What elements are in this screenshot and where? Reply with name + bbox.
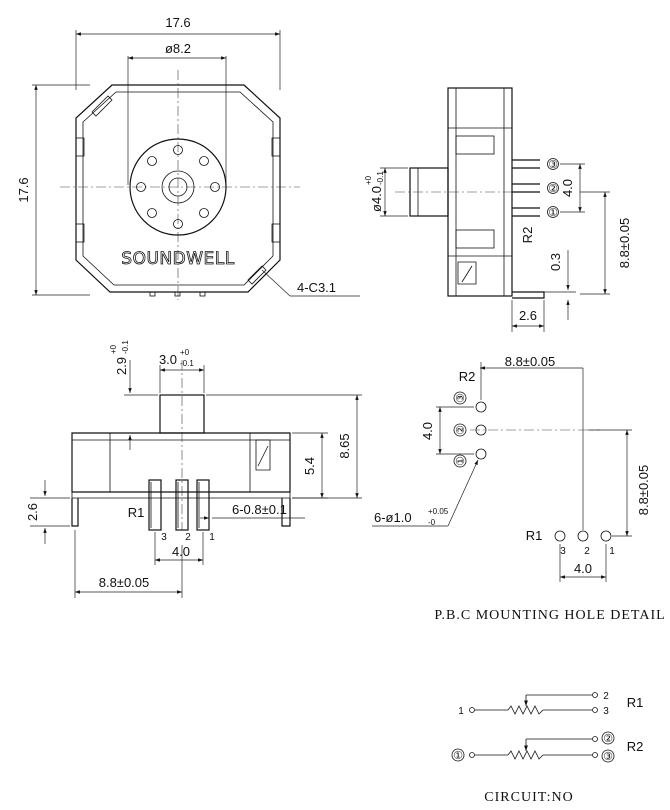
body-outline (75, 84, 281, 293)
side-pin-2: ② (548, 182, 558, 195)
side-offset-dim: 0.3 (548, 253, 563, 271)
circuit-r2-out-top: ② (603, 732, 613, 745)
brand-logo: SOUNDWELL (121, 249, 234, 269)
top-view: 17.6 ø8.2 17.6 (16, 15, 360, 300)
shaft-diameter-dim: ø8.2 (165, 41, 191, 56)
side-shaft-dia-tol-plus: +0 (364, 175, 373, 185)
rotor-disc (129, 138, 227, 236)
front-flat-width-tol-minus: -0.1 (180, 359, 194, 368)
front-flat-height-dim: 2.9 (114, 357, 129, 375)
front-view: 2.9 +0 -0.1 3.0 +0 -0.1 5.4 8.65 2.6 6-0… (25, 340, 362, 598)
side-shaft-dia-dim: ø4.0 (369, 186, 384, 212)
front-pins (148, 479, 210, 531)
front-flat-width-dim: 3.0 (159, 352, 177, 367)
front-flat-height-tol-minus: -0.1 (121, 340, 130, 354)
side-pitch-dim: 4.0 (560, 179, 575, 197)
pcb-top-span-dim: 8.8±0.05 (505, 354, 556, 369)
pcb-r1-label: R1 (526, 528, 543, 543)
front-total-height-dim: 8.65 (337, 433, 352, 458)
front-pin-num-3: 3 (161, 532, 167, 543)
circuit-r1-out-top: 2 (603, 691, 609, 702)
front-pin-num-1: 1 (209, 532, 215, 543)
chamfer-dim: 4-C3.1 (297, 280, 336, 295)
pcb-r1-pin-3: 3 (560, 546, 566, 557)
side-view: 2.6 ø4.0 +0 -0.1 ③ ② ① 4.0 R2 0.3 8.8± (364, 87, 632, 332)
pcb-caption: P.B.C MOUNTING HOLE DETAIL (434, 608, 665, 623)
top-width-dim: 17.6 (165, 15, 190, 30)
detent-holes (136, 145, 220, 229)
side-pin-1: ① (548, 206, 558, 219)
circuit-r2-out-bottom: ③ (603, 750, 613, 763)
pcb-r2-pin-3: ③ (454, 393, 467, 403)
circuit-r2-label: R2 (627, 739, 644, 754)
pcb-r2-pin-1: ① (454, 456, 467, 466)
pcb-vertical-pitch-dim: 4.0 (420, 422, 435, 440)
circuit-r2-in: ① (453, 749, 463, 762)
pcb-hole-dim: 6-ø1.0 (374, 510, 412, 525)
pcb-hole-tol-minus: -0 (428, 518, 436, 527)
side-foot-dim: 2.6 (519, 308, 537, 323)
side-pin-3: ③ (548, 158, 558, 171)
pcb-right-span-dim: 8.8±0.05 (636, 465, 651, 516)
front-pitch-dim: 4.0 (172, 544, 190, 559)
front-pin-num-2: 2 (185, 532, 191, 543)
front-span-dim: 8.8±0.05 (99, 575, 150, 590)
front-flat-width-tol-plus: +0 (180, 348, 190, 357)
front-foot-dim: 2.6 (25, 503, 40, 521)
side-pcb-dim: 8.8±0.05 (617, 218, 632, 269)
front-body (71, 432, 291, 493)
pcb-r1-pin-1: 1 (609, 546, 615, 557)
circuit-r1-label: R1 (627, 695, 644, 710)
front-body-height-dim: 5.4 (302, 457, 317, 475)
pcb-r2-pin-2: ② (454, 425, 467, 435)
top-height-dim: 17.6 (16, 177, 31, 202)
front-flat-height-tol-plus: +0 (109, 344, 118, 354)
pcb-detail: R2 8.8±0.05 ③ ② ① 4.0 8.8±0.05 6-ø1.0 +0… (372, 354, 665, 623)
circuit-diagram: 1 2 3 R1 ① ② ③ R2 CIRCUIT:NO (451, 691, 644, 805)
side-rotor-label: R2 (520, 227, 535, 244)
side-shaft-dia-tol-minus: -0.1 (376, 171, 385, 185)
circuit-r1-in: 1 (458, 706, 464, 717)
pcb-r1-pin-2: 2 (584, 546, 590, 557)
pcb-horizontal-pitch-dim: 4.0 (574, 561, 592, 576)
pcb-hole-tol-plus: +0.05 (428, 507, 449, 516)
front-pin-width-dim: 6-0.8±0.1 (232, 502, 287, 517)
pcb-r2-label: R2 (459, 369, 476, 384)
circuit-r1-out-bottom: 3 (603, 706, 609, 717)
front-rotor-label: R1 (128, 505, 145, 520)
circuit-caption: CIRCUIT:NO (484, 790, 573, 805)
